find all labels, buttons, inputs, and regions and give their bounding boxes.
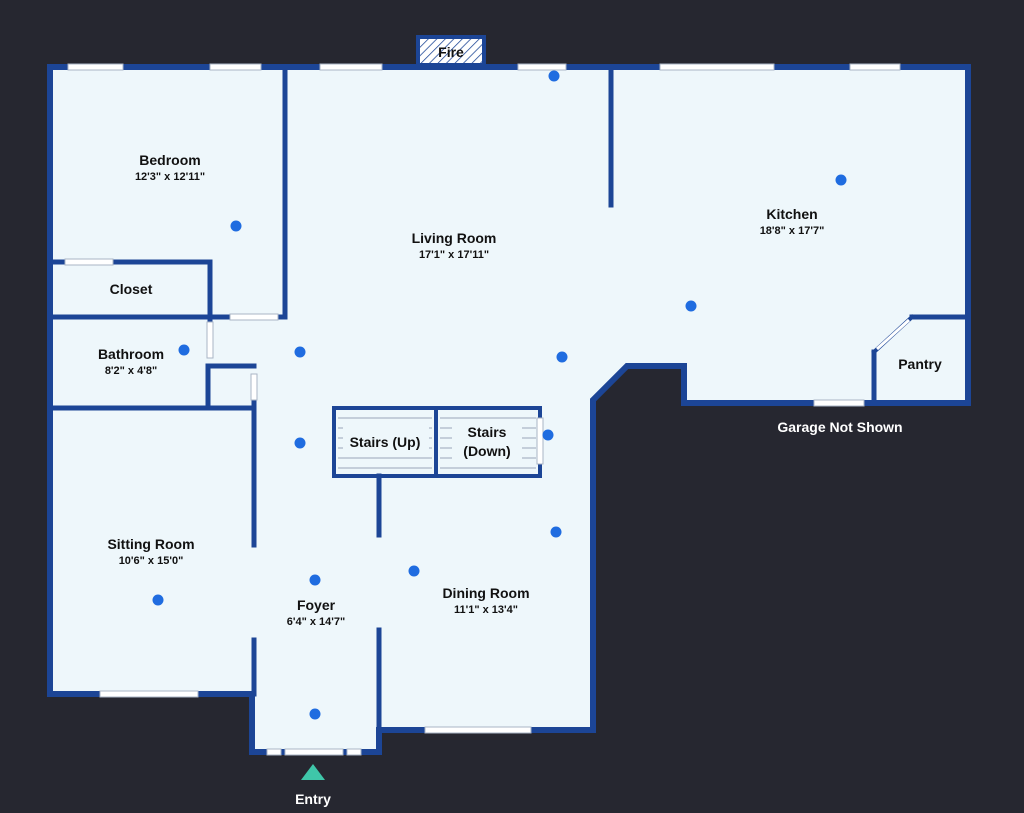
hotspot[interactable] — [542, 429, 554, 441]
room-closet: Closet — [110, 281, 153, 297]
foyer-dims: 6'4" x 14'7" — [287, 616, 345, 628]
stairs-down-name-line1: Stairs — [468, 424, 507, 440]
sitting-name: Sitting Room — [107, 536, 194, 552]
garage-note: Garage Not Shown — [777, 419, 902, 435]
living-name: Living Room — [412, 230, 497, 246]
entry-marker — [301, 764, 325, 780]
pantry-name: Pantry — [898, 356, 942, 372]
exterior-wall — [47, 64, 971, 755]
hotspot[interactable] — [835, 174, 847, 186]
dining-name: Dining Room — [442, 585, 529, 601]
entry-label: Entry — [295, 791, 331, 807]
room-sitting: Sitting Room 10'6" x 15'0" — [107, 536, 194, 567]
hotspots[interactable] — [152, 70, 847, 720]
sitting-dims: 10'6" x 15'0" — [119, 555, 184, 567]
walls — [47, 64, 971, 755]
room-dining: Dining Room 11'1" x 13'4" — [442, 585, 529, 616]
hotspot[interactable] — [230, 220, 242, 232]
stairs-down-name-line2: (Down) — [463, 443, 510, 459]
foyer-name: Foyer — [297, 597, 336, 613]
hotspot[interactable] — [309, 574, 321, 586]
bedroom-name: Bedroom — [139, 152, 200, 168]
hotspot[interactable] — [178, 344, 190, 356]
stairs-down: Stairs (Down) — [463, 424, 510, 459]
hotspot[interactable] — [548, 70, 560, 82]
windows — [64, 63, 911, 756]
living-dims: 17'1" x 17'11" — [419, 249, 489, 261]
bathroom-dims: 8'2" x 4'8" — [105, 365, 157, 377]
stairs-up: Stairs (Up) — [350, 434, 421, 450]
room-living: Living Room 17'1" x 17'11" — [412, 230, 497, 261]
hotspot[interactable] — [408, 565, 420, 577]
kitchen-dims: 18'8" x 17'7" — [760, 225, 825, 237]
hotspot[interactable] — [685, 300, 697, 312]
room-bedroom: Bedroom 12'3" x 12'11" — [135, 152, 205, 183]
hotspot[interactable] — [550, 526, 562, 538]
hotspot[interactable] — [556, 351, 568, 363]
hotspot[interactable] — [309, 708, 321, 720]
fireplace-label: Fire — [438, 44, 464, 60]
stairs-down-label-bg — [452, 420, 522, 466]
room-kitchen: Kitchen 18'8" x 17'7" — [760, 206, 825, 237]
stairs-up-name: Stairs (Up) — [350, 434, 421, 450]
kitchen-name: Kitchen — [766, 206, 817, 222]
hotspot[interactable] — [152, 594, 164, 606]
room-foyer: Foyer 6'4" x 14'7" — [287, 597, 345, 628]
bathroom-name: Bathroom — [98, 346, 164, 362]
room-bathroom: Bathroom 8'2" x 4'8" — [98, 346, 164, 377]
dining-dims: 11'1" x 13'4" — [454, 604, 518, 616]
room-pantry: Pantry — [898, 356, 942, 372]
hotspot[interactable] — [294, 346, 306, 358]
closet-name: Closet — [110, 281, 153, 297]
hotspot[interactable] — [294, 437, 306, 449]
bedroom-dims: 12'3" x 12'11" — [135, 171, 205, 183]
stairs-label-bg — [343, 427, 429, 457]
